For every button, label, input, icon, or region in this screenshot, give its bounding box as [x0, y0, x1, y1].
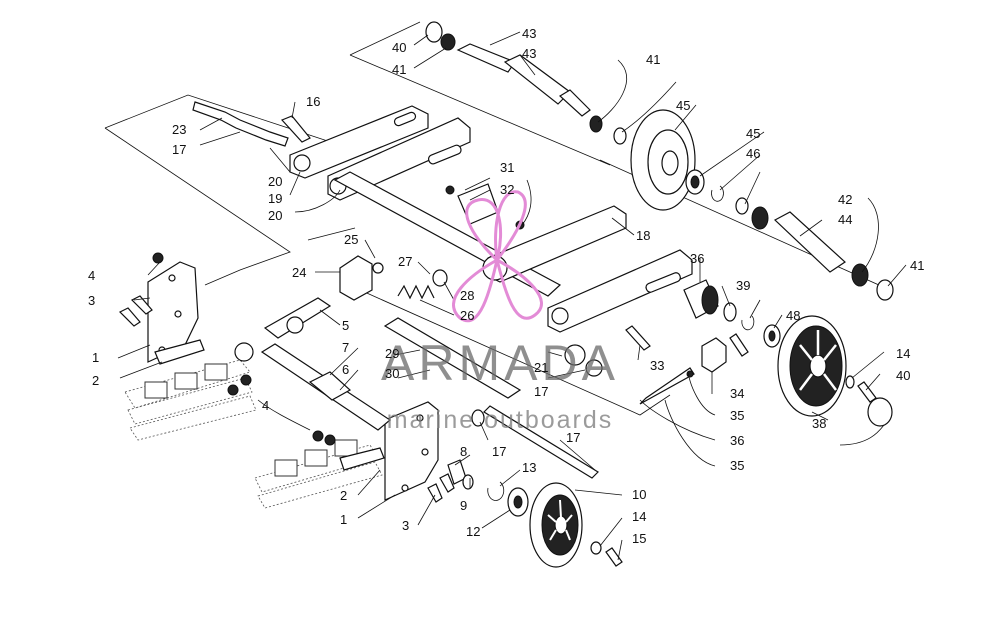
- callout-43: 44: [838, 212, 852, 227]
- watermark-tagline: marine outboards: [387, 406, 614, 434]
- callout-34: 36: [730, 433, 744, 448]
- bolt-15: [483, 405, 599, 479]
- callout-40: 41: [910, 258, 924, 273]
- block-22: [339, 255, 384, 301]
- callout-37: 38: [812, 416, 826, 431]
- callout-43: 43: [522, 46, 536, 61]
- callout-42: 43: [522, 26, 536, 41]
- upper-arm-plates: [289, 105, 471, 201]
- shaft-5: [263, 297, 332, 339]
- wheel-10: [529, 482, 583, 568]
- fasteners-wheel-37: [845, 375, 893, 427]
- bolt-14-upper: [280, 115, 311, 143]
- bolts-3: [118, 295, 455, 503]
- watermark-brand: ARMADA: [381, 335, 619, 391]
- callout-3: 3: [402, 518, 409, 533]
- callout-41: 41: [646, 52, 660, 67]
- wheel-37: [777, 315, 847, 417]
- callout-46: 46: [746, 146, 760, 161]
- callout-5: 5: [342, 318, 349, 333]
- callout-28: 30: [385, 366, 399, 381]
- callout-17: 17: [172, 142, 186, 157]
- callout-13: 14: [896, 346, 910, 361]
- callout-14: 16: [306, 94, 320, 109]
- callout-4: 4: [88, 268, 95, 283]
- rail-shafts: [234, 317, 603, 431]
- nuts-4: [152, 252, 336, 446]
- callout-27: 29: [385, 346, 399, 361]
- callout-15: 17: [566, 430, 580, 445]
- callout-39: 40: [896, 368, 910, 383]
- callout-45: 48: [786, 308, 800, 323]
- pivot-pin-upper: [192, 101, 289, 147]
- callout-11: 12: [466, 524, 480, 539]
- callout-1: 1: [92, 350, 99, 365]
- mounting-bracket-right: [339, 401, 439, 501]
- callout-9: 9: [460, 498, 467, 513]
- callout-6: 6: [342, 362, 349, 377]
- callout-32: 34: [730, 386, 744, 401]
- callout-26: 28: [460, 288, 474, 303]
- track-lugs: [144, 363, 358, 477]
- callout-18: 18: [636, 228, 650, 243]
- callout-18: 19: [268, 191, 282, 206]
- callout-2: 2: [340, 488, 347, 503]
- washers-lower: [447, 409, 505, 501]
- track-chain: [124, 359, 383, 509]
- callout-7: 7: [342, 340, 349, 355]
- callout-31: 33: [650, 358, 664, 373]
- callout-3: 3: [88, 293, 95, 308]
- callout-22: 24: [292, 265, 306, 280]
- bearing-45-top: [685, 169, 749, 215]
- callout-8: 8: [460, 444, 467, 459]
- washers-top-left: [425, 21, 456, 51]
- callout-33: 35: [730, 408, 744, 423]
- callout-14: 15: [632, 531, 646, 546]
- bearing-11: [507, 487, 529, 517]
- callout-1: 1: [340, 512, 347, 527]
- callout-44: 45: [676, 98, 690, 113]
- spring-24: [397, 284, 435, 300]
- callout-20: 21: [534, 360, 548, 375]
- adjuster-parts: [625, 325, 749, 405]
- watermark-propeller-icon: [452, 190, 543, 323]
- callout-16: 17: [492, 444, 506, 459]
- callout-17: 17: [534, 384, 548, 399]
- mounting-bracket-left: [147, 261, 205, 365]
- idler-shaft-right: [751, 206, 894, 301]
- callout-40: 40: [392, 40, 406, 55]
- callout-45: 45: [746, 126, 760, 141]
- callout-12: 13: [522, 460, 536, 475]
- callout-19: 20: [268, 208, 282, 223]
- callout-36: 36: [690, 251, 704, 266]
- washers-41-48: [589, 115, 627, 145]
- callout-4: 4: [262, 398, 269, 413]
- callout-29: 31: [500, 160, 514, 175]
- callout-38: 39: [736, 278, 750, 293]
- callout-23: 25: [344, 232, 358, 247]
- callout-10: 10: [632, 487, 646, 502]
- leader-lines: [117, 31, 907, 561]
- fasteners-lower-wheel: [590, 541, 623, 567]
- callout-labels: 4 3 1 2 4 16 23 17 20 19 20 25 24 27 28 …: [88, 26, 924, 546]
- idler-shaft-top: [456, 43, 591, 117]
- callout-41: 42: [838, 192, 852, 207]
- washer-26: [432, 269, 448, 287]
- callout-24: 26: [460, 308, 474, 323]
- callout-2: 2: [92, 373, 99, 388]
- callout-25: 27: [398, 254, 412, 269]
- callout-30: 32: [500, 182, 514, 197]
- callout-21: 23: [172, 122, 186, 137]
- callout-35: 35: [730, 458, 744, 473]
- spacer-36-group: [683, 279, 781, 348]
- callout-13: 14: [632, 509, 646, 524]
- callout-41: 41: [392, 62, 406, 77]
- callout-20: 20: [268, 174, 282, 189]
- idler-wheel-44: [630, 109, 696, 211]
